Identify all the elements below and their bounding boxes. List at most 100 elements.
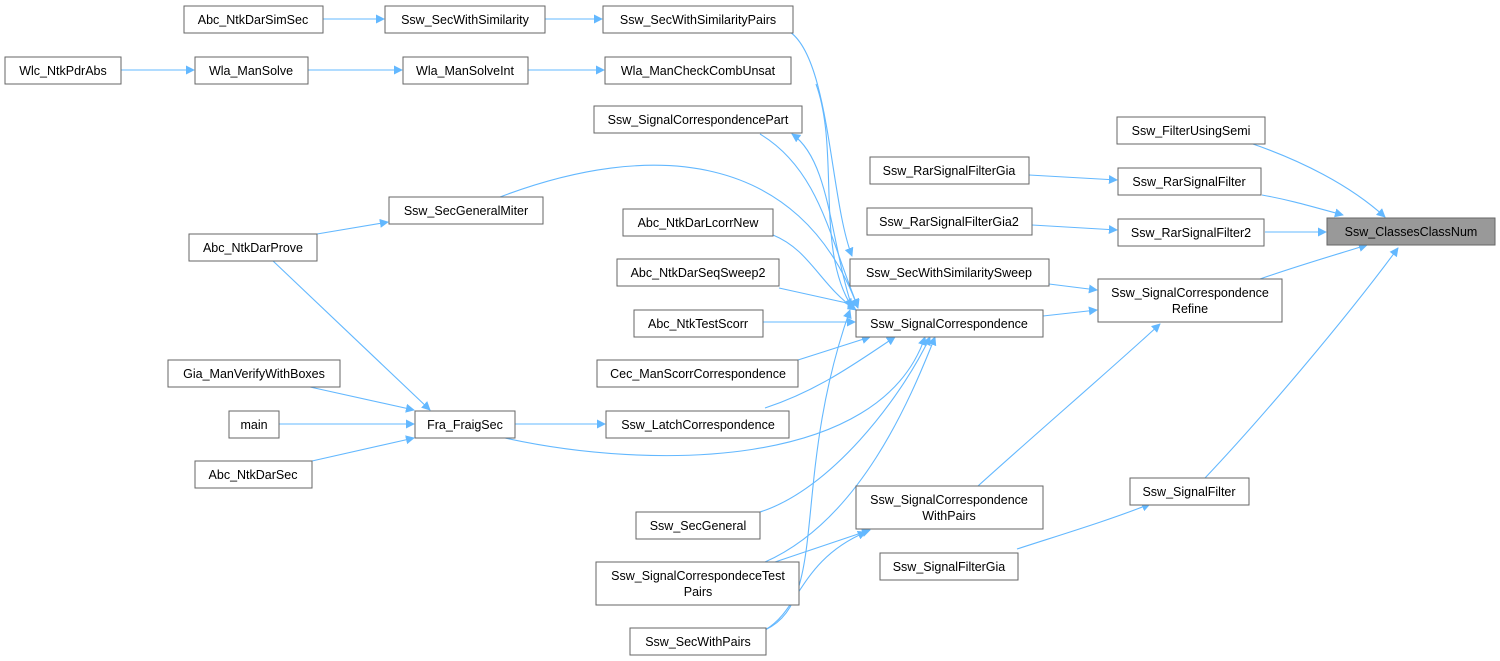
node-label: Ssw_RarSignalFilterGia bbox=[883, 164, 1016, 178]
node-label: Ssw_SignalFilterGia bbox=[893, 560, 1006, 574]
node-rar-signal-filter-gia[interactable]: Ssw_RarSignalFilterGia bbox=[869, 156, 1030, 185]
node-label: Wla_ManCheckCombUnsat bbox=[621, 64, 776, 78]
edge-corr-part-to-signal-corr bbox=[759, 133, 860, 308]
node-label: Ssw_RarSignalFilter2 bbox=[1131, 226, 1251, 240]
node-abc-ntk-dar-prove[interactable]: Abc_NtkDarProve bbox=[188, 233, 318, 262]
node-label: Ssw_SecGeneralMiter bbox=[404, 204, 528, 218]
edge-sec-with-pairs-to-signal-corr bbox=[764, 309, 852, 631]
node-sec-with-pairs[interactable]: Ssw_SecWithPairs bbox=[629, 627, 767, 656]
node-label: Ssw_SignalFilter bbox=[1142, 485, 1235, 499]
edge-rar-gia2-to-rar-filter2 bbox=[1031, 224, 1118, 235]
node-rar-signal-filter-gia2[interactable]: Ssw_RarSignalFilterGia2 bbox=[866, 207, 1033, 236]
edge-filter-gia-to-signal-filter bbox=[1016, 502, 1151, 550]
node-wla-man-solve-int[interactable]: Wla_ManSolveInt bbox=[402, 56, 529, 85]
node-sec-general[interactable]: Ssw_SecGeneral bbox=[635, 511, 761, 540]
node-label: Abc_NtkDarSeqSweep2 bbox=[631, 266, 766, 280]
node-label-line2: WithPairs bbox=[922, 509, 975, 523]
edge-sec-with-pairs-to-with-pairs bbox=[764, 531, 867, 631]
node-label: Ssw_SignalCorrespondence bbox=[870, 317, 1028, 331]
node-main[interactable]: main bbox=[228, 410, 280, 439]
edge-check-comb-unsat-to-signal-corr bbox=[815, 83, 853, 308]
edge-prove-to-sec-general-miter bbox=[316, 218, 389, 235]
node-signal-corr-refine[interactable]: Ssw_SignalCorrespondence Refine bbox=[1097, 278, 1283, 323]
edge-sec-general-miter-to-signal-corr bbox=[499, 164, 860, 309]
edge-signal-corr-refine-to-target bbox=[1259, 243, 1368, 280]
edge-rar-gia-to-rar-filter bbox=[1028, 174, 1118, 185]
node-abc-ntk-dar-sim-sec[interactable]: Abc_NtkDarSimSec bbox=[183, 5, 324, 34]
node-label: Ssw_ClassesClassNum bbox=[1345, 225, 1478, 239]
node-label-line1: Ssw_SignalCorrespondence bbox=[870, 493, 1028, 507]
node-rar-signal-filter2[interactable]: Ssw_RarSignalFilter2 bbox=[1117, 218, 1265, 247]
edge-sec-general-to-signal-corr bbox=[759, 336, 931, 513]
node-abc-ntk-dar-sec[interactable]: Abc_NtkDarSec bbox=[194, 460, 313, 489]
node-label: main bbox=[240, 418, 267, 432]
edge-verify-boxes-to-fraig-sec bbox=[309, 386, 415, 413]
edge-sweep-to-refine bbox=[1048, 283, 1098, 294]
node-wla-man-check-comb-unsat[interactable]: Wla_ManCheckCombUnsat bbox=[604, 56, 792, 85]
edge-dar-sec-to-fraig-sec bbox=[311, 435, 415, 462]
node-signal-correspondence[interactable]: Ssw_SignalCorrespondence bbox=[855, 309, 1044, 338]
node-label: Gia_ManVerifyWithBoxes bbox=[183, 367, 325, 381]
node-label: Abc_NtkDarLcorrNew bbox=[638, 216, 760, 230]
edge-seq-sweep2-to-signal-corr bbox=[778, 287, 857, 308]
node-latch-correspondence[interactable]: Ssw_LatchCorrespondence bbox=[605, 410, 790, 439]
node-wlc-ntk-pdr-abs[interactable]: Wlc_NtkPdrAbs bbox=[4, 56, 122, 85]
node-label: Ssw_SignalCorrespondencePart bbox=[608, 113, 789, 127]
edge-prove-to-fraig-sec bbox=[271, 259, 431, 411]
node-signal-filter[interactable]: Ssw_SignalFilter bbox=[1129, 477, 1250, 506]
edges bbox=[121, 14, 1399, 631]
nodes: Ssw_ClassesClassNum Ssw_FilterUsingSemi … bbox=[4, 5, 1496, 656]
node-label: Ssw_FilterUsingSemi bbox=[1132, 124, 1251, 138]
node-sec-with-similarity[interactable]: Ssw_SecWithSimilarity bbox=[384, 5, 546, 34]
node-label: Ssw_SecWithSimilarity bbox=[401, 13, 530, 27]
node-gia-man-verify-with-boxes[interactable]: Gia_ManVerifyWithBoxes bbox=[167, 359, 341, 388]
node-label: Ssw_SecWithSimilarityPairs bbox=[620, 13, 776, 27]
node-signal-corr-with-pairs[interactable]: Ssw_SignalCorrespondence WithPairs bbox=[855, 485, 1044, 530]
node-label: Abc_NtkDarSec bbox=[209, 468, 298, 482]
node-label-line2: Refine bbox=[1172, 302, 1208, 316]
node-signal-correspondence-part[interactable]: Ssw_SignalCorrespondencePart bbox=[593, 105, 803, 134]
node-fraig-sec[interactable]: Fra_FraigSec bbox=[414, 410, 516, 439]
edge-signal-corr-to-refine bbox=[1042, 306, 1098, 317]
edge-sim-pairs-to-sweep bbox=[789, 31, 854, 257]
node-sec-general-miter[interactable]: Ssw_SecGeneralMiter bbox=[388, 196, 544, 225]
edge-signal-filter-to-target bbox=[1204, 247, 1399, 479]
node-label: Ssw_SecWithPairs bbox=[645, 635, 751, 649]
node-target[interactable]: Ssw_ClassesClassNum bbox=[1326, 217, 1496, 246]
edge-fraig-sec-to-signal-corr bbox=[504, 336, 927, 457]
node-filter-using-semi[interactable]: Ssw_FilterUsingSemi bbox=[1116, 116, 1266, 145]
node-label: Fra_FraigSec bbox=[427, 418, 503, 432]
node-wla-man-solve[interactable]: Wla_ManSolve bbox=[194, 56, 309, 85]
node-label-line1: Ssw_SignalCorrespondence bbox=[1111, 286, 1269, 300]
node-signal-filter-gia[interactable]: Ssw_SignalFilterGia bbox=[879, 552, 1019, 581]
edge-with-pairs-to-refine bbox=[977, 323, 1161, 487]
edge-latch-corr-to-signal-corr bbox=[764, 336, 896, 409]
node-label: Ssw_SecWithSimilaritySweep bbox=[866, 266, 1032, 280]
node-abc-ntk-test-scorr[interactable]: Abc_NtkTestScorr bbox=[633, 309, 764, 338]
edge-signal-corr-to-corr-part bbox=[791, 133, 853, 308]
node-sec-with-similarity-sweep[interactable]: Ssw_SecWithSimilaritySweep bbox=[849, 258, 1050, 287]
node-label: Cec_ManScorrCorrespondence bbox=[610, 367, 786, 381]
node-signal-correspondece-test-pairs[interactable]: Ssw_SignalCorrespondeceTest Pairs bbox=[595, 561, 800, 606]
node-label: Ssw_RarSignalFilter bbox=[1132, 175, 1245, 189]
node-abc-ntk-dar-seq-sweep2[interactable]: Abc_NtkDarSeqSweep2 bbox=[616, 258, 780, 287]
node-label: Wlc_NtkPdrAbs bbox=[19, 64, 107, 78]
edge-rar-signal-filter-to-target bbox=[1261, 194, 1344, 218]
edge-cec-scorr-to-signal-corr bbox=[797, 335, 871, 361]
edge-test-pairs-to-signal-corr bbox=[764, 336, 937, 563]
node-sec-with-similarity-pairs[interactable]: Ssw_SecWithSimilarityPairs bbox=[602, 5, 794, 34]
node-rar-signal-filter[interactable]: Ssw_RarSignalFilter bbox=[1117, 167, 1262, 196]
node-label-line1: Ssw_SignalCorrespondeceTest bbox=[611, 569, 785, 583]
edge-filter-using-semi-to-target bbox=[1249, 142, 1386, 218]
node-label: Ssw_LatchCorrespondence bbox=[621, 418, 775, 432]
edge-lcorr-new-to-signal-corr bbox=[772, 234, 857, 311]
node-label: Abc_NtkTestScorr bbox=[648, 317, 748, 331]
node-label: Wla_ManSolveInt bbox=[416, 64, 514, 78]
node-label: Abc_NtkDarSimSec bbox=[198, 13, 308, 27]
edge-test-pairs-to-with-pairs bbox=[774, 528, 871, 563]
node-label-line2: Pairs bbox=[684, 585, 712, 599]
node-abc-ntk-dar-lcorr-new[interactable]: Abc_NtkDarLcorrNew bbox=[622, 208, 774, 237]
node-cec-man-scorr-correspondence[interactable]: Cec_ManScorrCorrespondence bbox=[596, 359, 799, 388]
node-label: Abc_NtkDarProve bbox=[203, 241, 303, 255]
